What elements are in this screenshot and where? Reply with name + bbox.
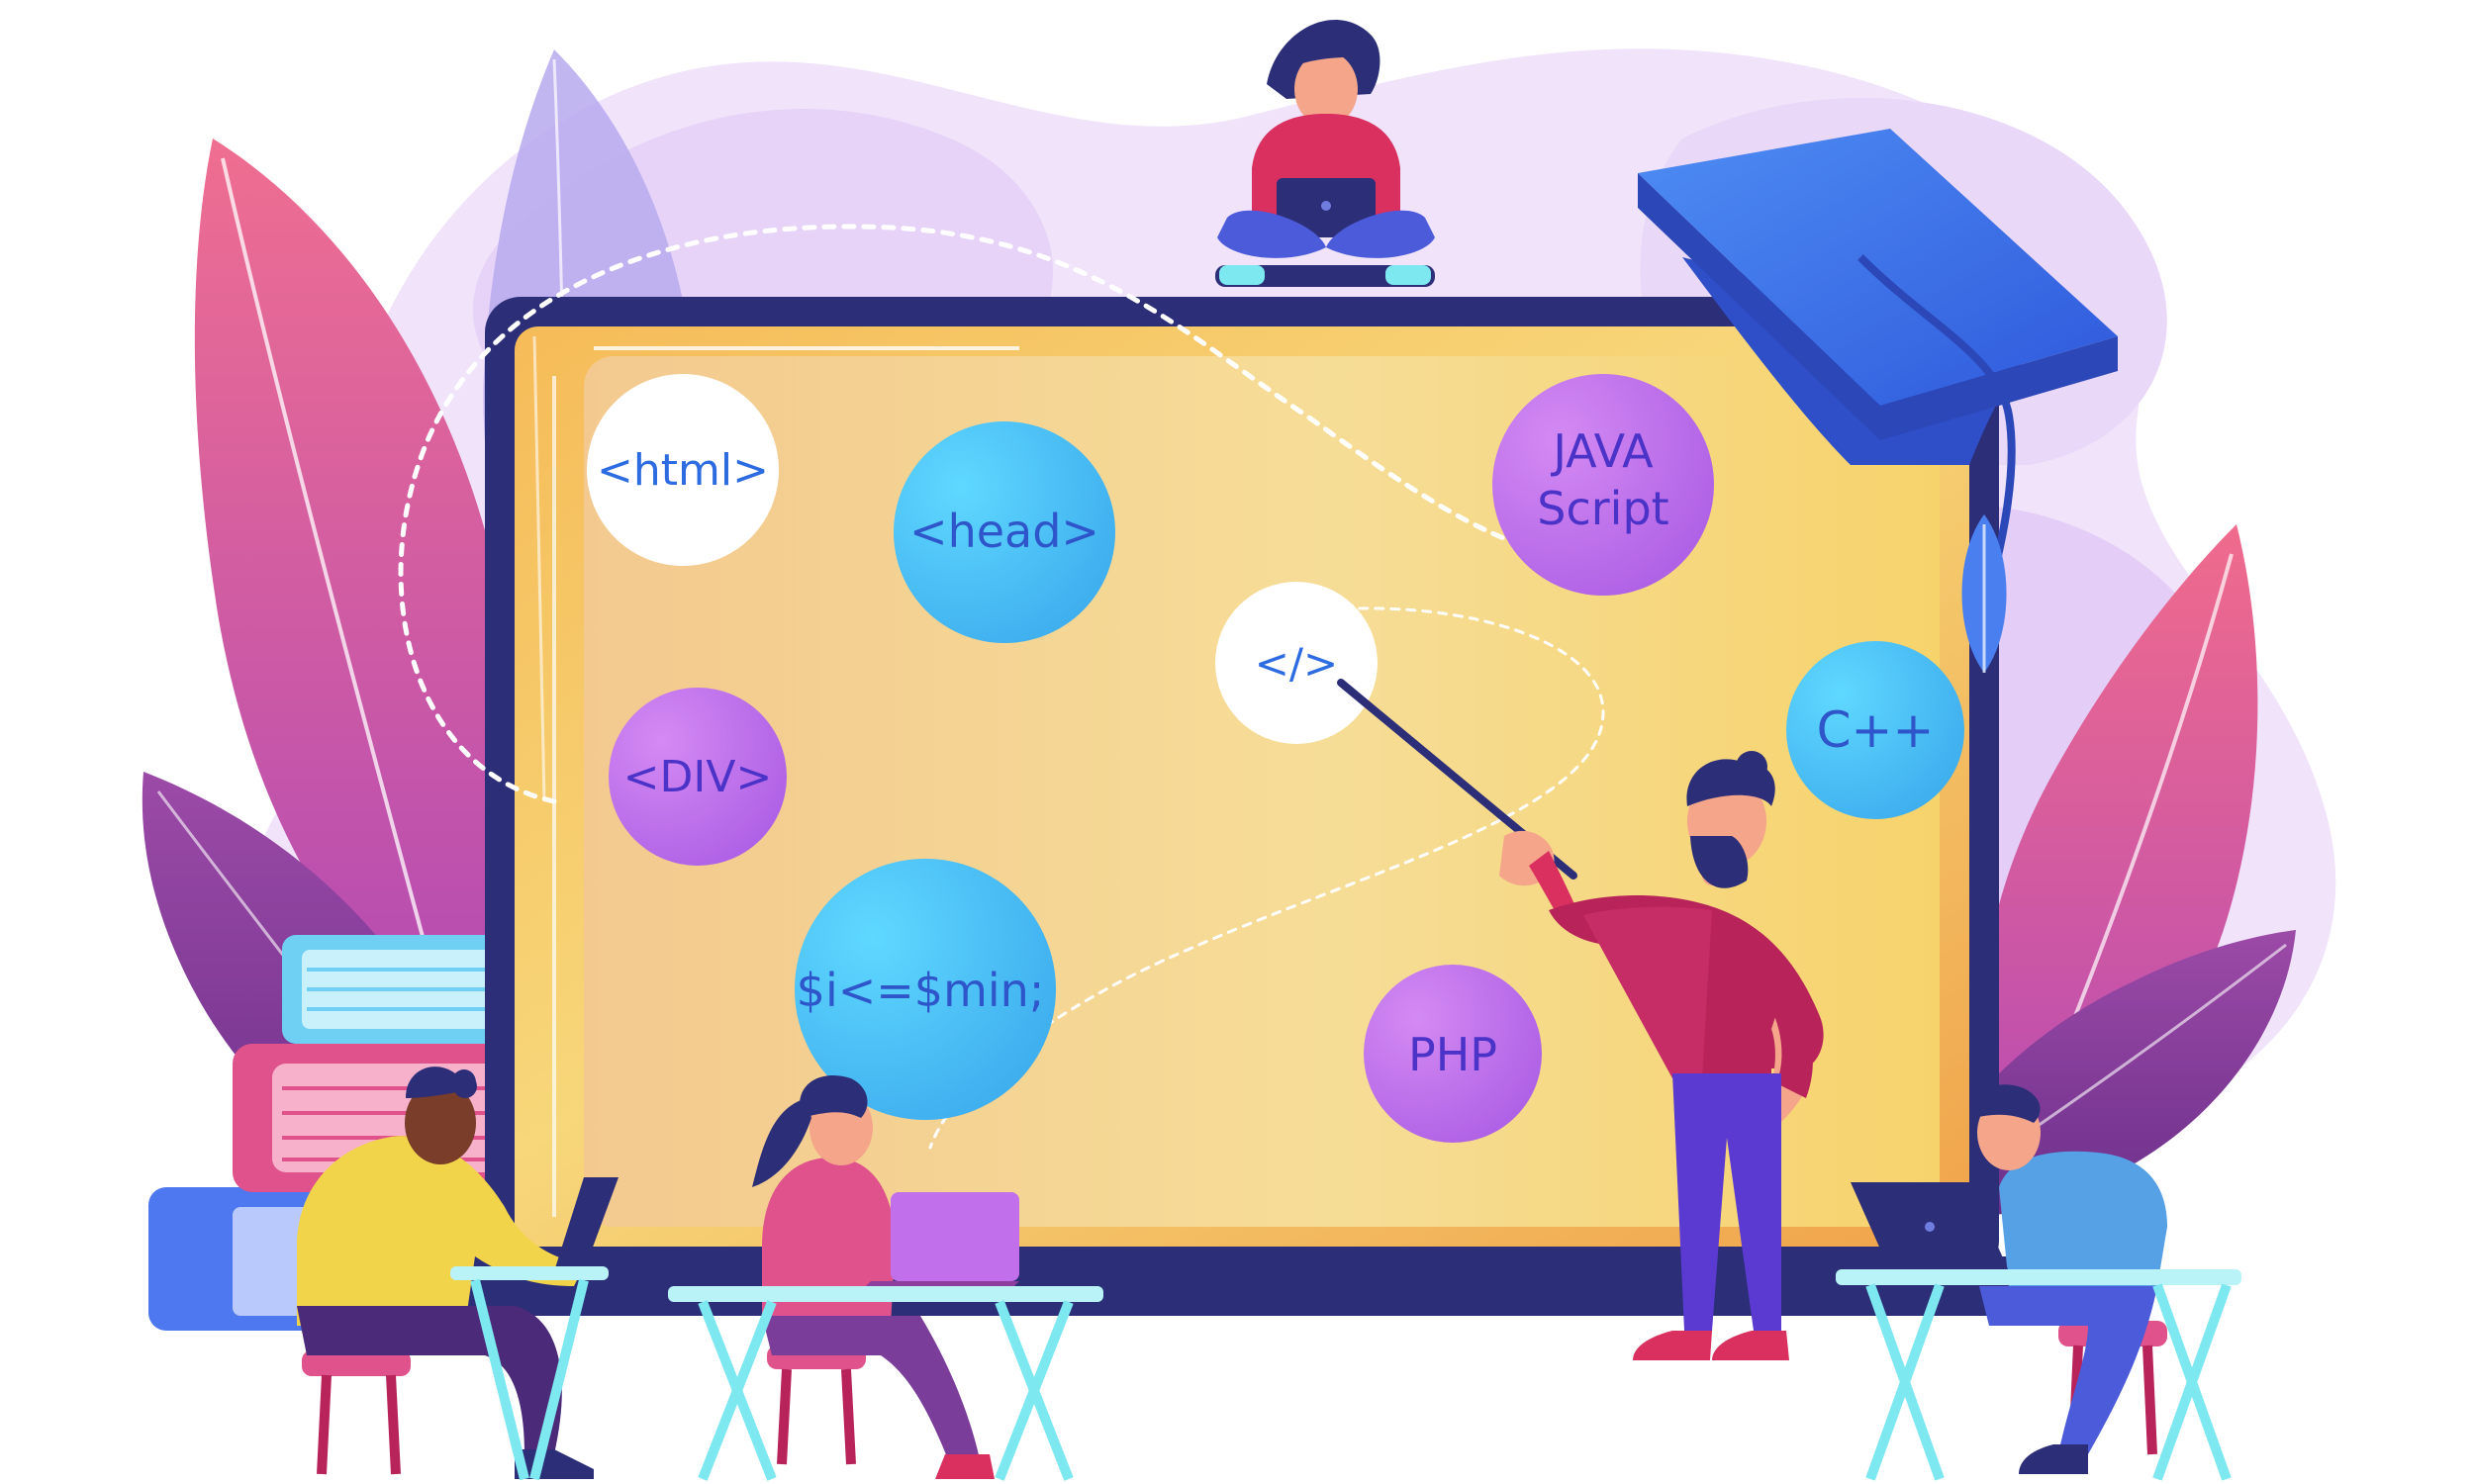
bubble-html-label: <html> [597,445,769,496]
bubble-cpp: C++ [1786,641,1964,819]
bubble-code-label: </> [1255,639,1339,688]
bubble-php-variable-label: $i<=$min; [797,964,1045,1017]
student-top-cross-legged [1215,19,1435,287]
student-middle [752,1074,1019,1479]
bubble-head-label: <head> [909,505,1099,558]
bubble-php-label: PHP [1408,1028,1497,1081]
bubble-head: <head> [894,421,1115,643]
bubble-php: PHP [1364,965,1542,1143]
dashed-paths [398,224,1665,1150]
bubble-javascript-line1: JAVA [1550,424,1654,478]
student-right [1851,1084,2167,1474]
desks [450,1266,2241,1481]
graduation-cap [1638,129,2118,673]
bubble-javascript-line2: Script [1537,482,1668,535]
bubble-html: <html> [587,374,779,566]
teacher-with-pointer [1337,679,1824,1360]
bubble-php-variable: $i<=$min; [795,859,1056,1120]
bubble-code: </> [1215,582,1378,744]
bubble-cpp-label: C++ [1817,701,1935,759]
bubble-div: <DIV> [609,688,787,866]
bubble-javascript: JAVA Script [1492,374,1714,596]
bubble-div-label: <DIV> [623,752,773,802]
